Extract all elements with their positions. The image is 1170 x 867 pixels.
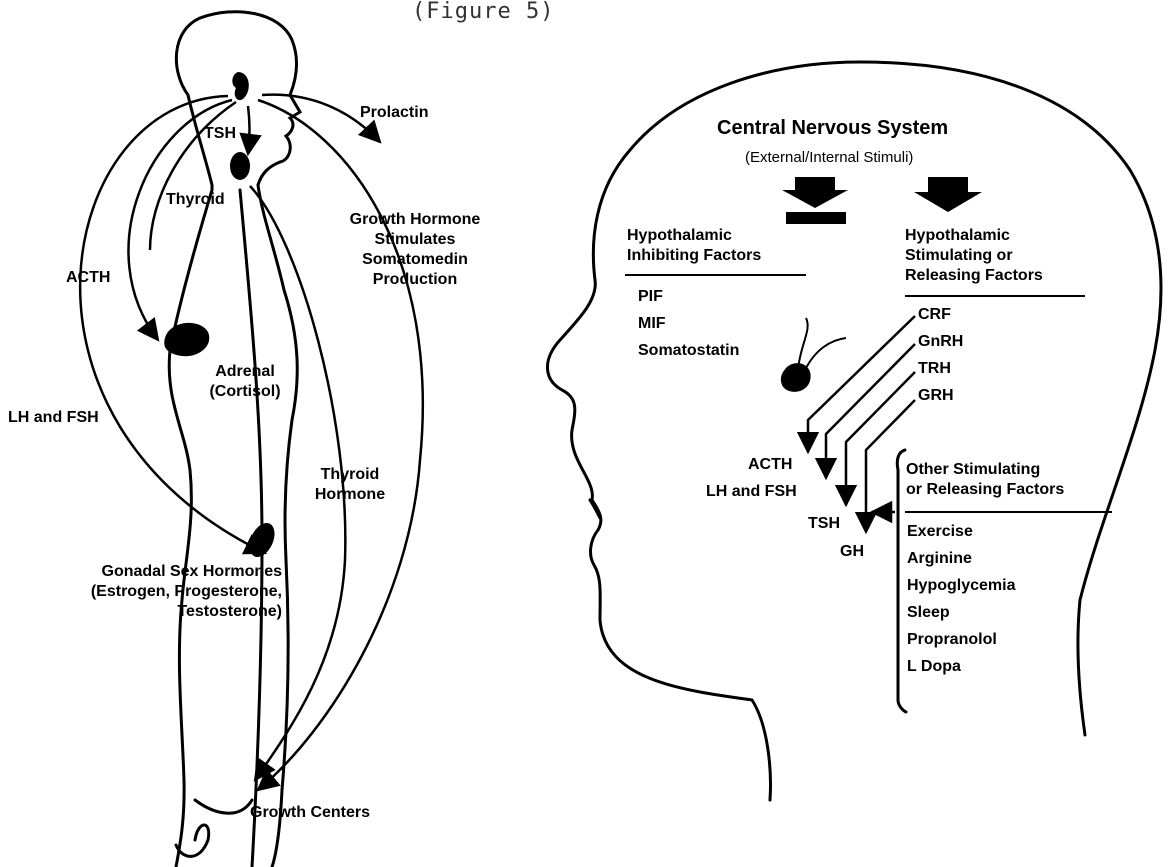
list-item: Hypoglycemia — [907, 572, 1015, 599]
list-item: Arginine — [907, 545, 1015, 572]
stimulating-header: Hypothalamic Stimulating or Releasing Fa… — [905, 226, 1043, 286]
growth-hormone-label: Growth Hormone Stimulates Somatomedin Pr… — [320, 210, 510, 290]
output-lh-fsh: LH and FSH — [706, 482, 797, 502]
head-outline — [547, 62, 1161, 800]
list-item: GRH — [918, 382, 963, 409]
adrenal-gland-icon — [164, 323, 209, 356]
cns-arrows — [782, 177, 982, 224]
acth-label: ACTH — [66, 268, 110, 288]
growth-hormone-arrow — [258, 100, 423, 790]
stimulating-list: CRF GnRH TRH GRH — [918, 301, 963, 409]
cns-subtitle: (External/Internal Stimuli) — [745, 148, 913, 168]
output-acth: ACTH — [748, 455, 792, 475]
gonad-gland-icon — [244, 519, 279, 561]
lh-fsh-label: LH and FSH — [8, 408, 99, 428]
list-item: L Dopa — [907, 653, 1015, 680]
thyroid-label: Thyroid — [166, 190, 225, 210]
thyroid-gland-icon — [230, 152, 250, 180]
pituitary-gland-icon — [232, 72, 248, 100]
tsh-arrow — [248, 106, 250, 154]
output-tsh: TSH — [808, 514, 840, 534]
inhibiting-down-arrow-icon — [782, 177, 848, 208]
inhibiting-block-bar — [786, 212, 846, 224]
output-gh: GH — [840, 542, 864, 562]
prolactin-label: Prolactin — [360, 103, 428, 123]
list-item: GnRH — [918, 328, 963, 355]
list-item: Propranolol — [907, 626, 1015, 653]
list-item: TRH — [918, 355, 963, 382]
stimulating-down-arrow-icon — [914, 177, 982, 212]
list-item: Somatostatin — [638, 337, 739, 364]
thyroid-hormone-label: Thyroid Hormone — [300, 465, 400, 505]
adrenal-label: Adrenal (Cortisol) — [190, 362, 300, 402]
inhibiting-header: Hypothalamic Inhibiting Factors — [627, 226, 761, 266]
list-item: MIF — [638, 310, 739, 337]
other-factors-list: Exercise Arginine Hypoglycemia Sleep Pro… — [907, 518, 1015, 680]
growth-centers-label: Growth Centers — [250, 803, 370, 823]
figure-caption: (Figure 5) — [412, 2, 554, 22]
list-item: PIF — [638, 283, 739, 310]
list-item: Exercise — [907, 518, 1015, 545]
tsh-label: TSH — [204, 124, 236, 144]
list-item: Sleep — [907, 599, 1015, 626]
inhibiting-list: PIF MIF Somatostatin — [638, 283, 739, 364]
cns-title: Central Nervous System — [717, 118, 948, 138]
list-item: CRF — [918, 301, 963, 328]
hormone-arrows — [80, 95, 423, 790]
other-factors-header: Other Stimulating or Releasing Factors — [906, 460, 1064, 500]
head-pituitary — [781, 318, 846, 391]
gonadal-label: Gonadal Sex Hormones (Estrogen, Progeste… — [0, 562, 282, 622]
